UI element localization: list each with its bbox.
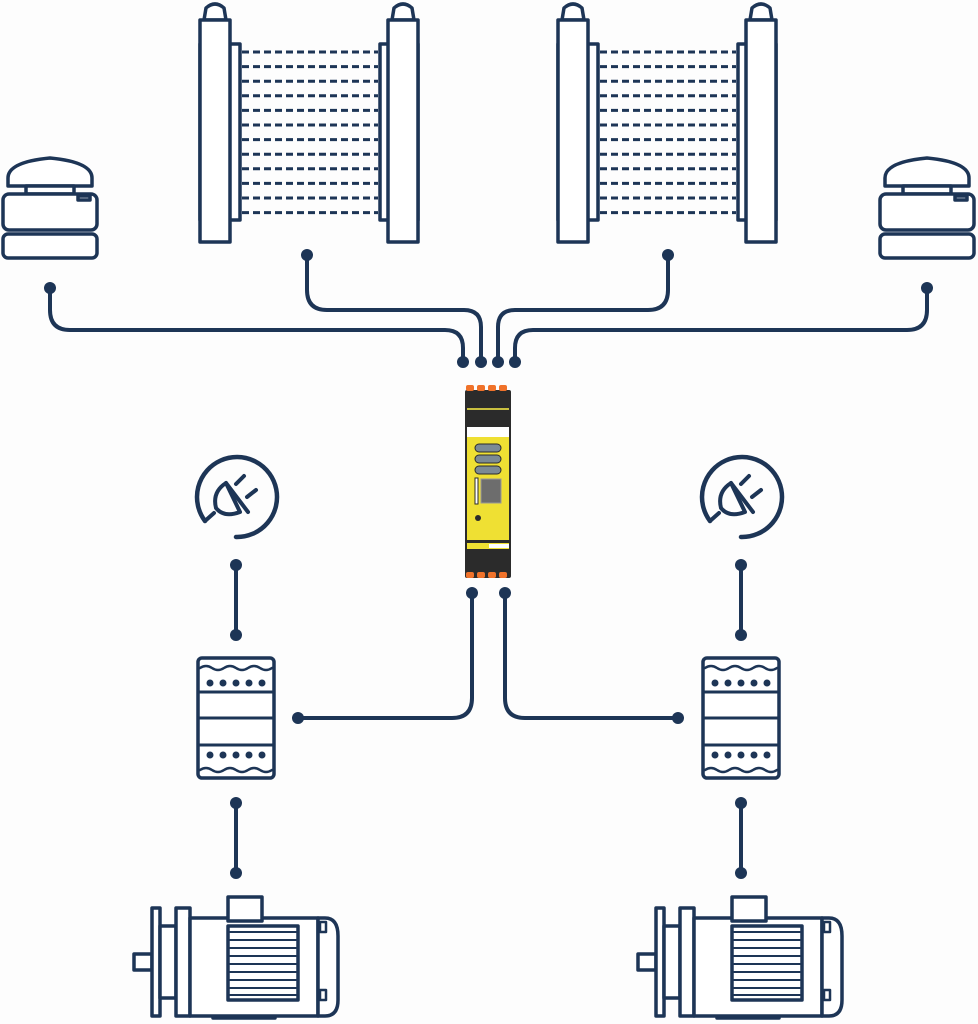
power-plug-icon-left bbox=[197, 457, 277, 537]
sensor-wiring bbox=[44, 249, 933, 368]
safety-relay-module bbox=[465, 385, 511, 578]
ethernet-port bbox=[480, 478, 502, 504]
power-links-left bbox=[230, 559, 242, 879]
contactor-right bbox=[701, 656, 781, 780]
light-curtain-right bbox=[556, 2, 778, 244]
terminals-bottom bbox=[466, 572, 507, 578]
motor-right bbox=[636, 895, 844, 1020]
wire-light-curtain-left bbox=[305, 253, 483, 364]
connector-dots bbox=[44, 249, 933, 368]
contactor-left bbox=[196, 656, 276, 780]
terminals-top bbox=[466, 385, 507, 391]
actuator-wiring bbox=[230, 559, 747, 879]
emergency-stop-button-right bbox=[878, 156, 976, 260]
wire-estop-left bbox=[48, 286, 465, 364]
status-leds bbox=[474, 443, 502, 475]
wire-estop-right bbox=[513, 286, 929, 364]
wire-contactor-left bbox=[296, 591, 474, 720]
wire-contactor-right bbox=[503, 591, 680, 720]
motor-left bbox=[132, 895, 340, 1020]
light-curtain-left bbox=[198, 2, 420, 244]
power-plug-icon-right bbox=[702, 457, 782, 537]
emergency-stop-button-left bbox=[1, 156, 99, 260]
wire-light-curtain-right bbox=[496, 253, 670, 364]
power-links-right bbox=[735, 559, 747, 879]
